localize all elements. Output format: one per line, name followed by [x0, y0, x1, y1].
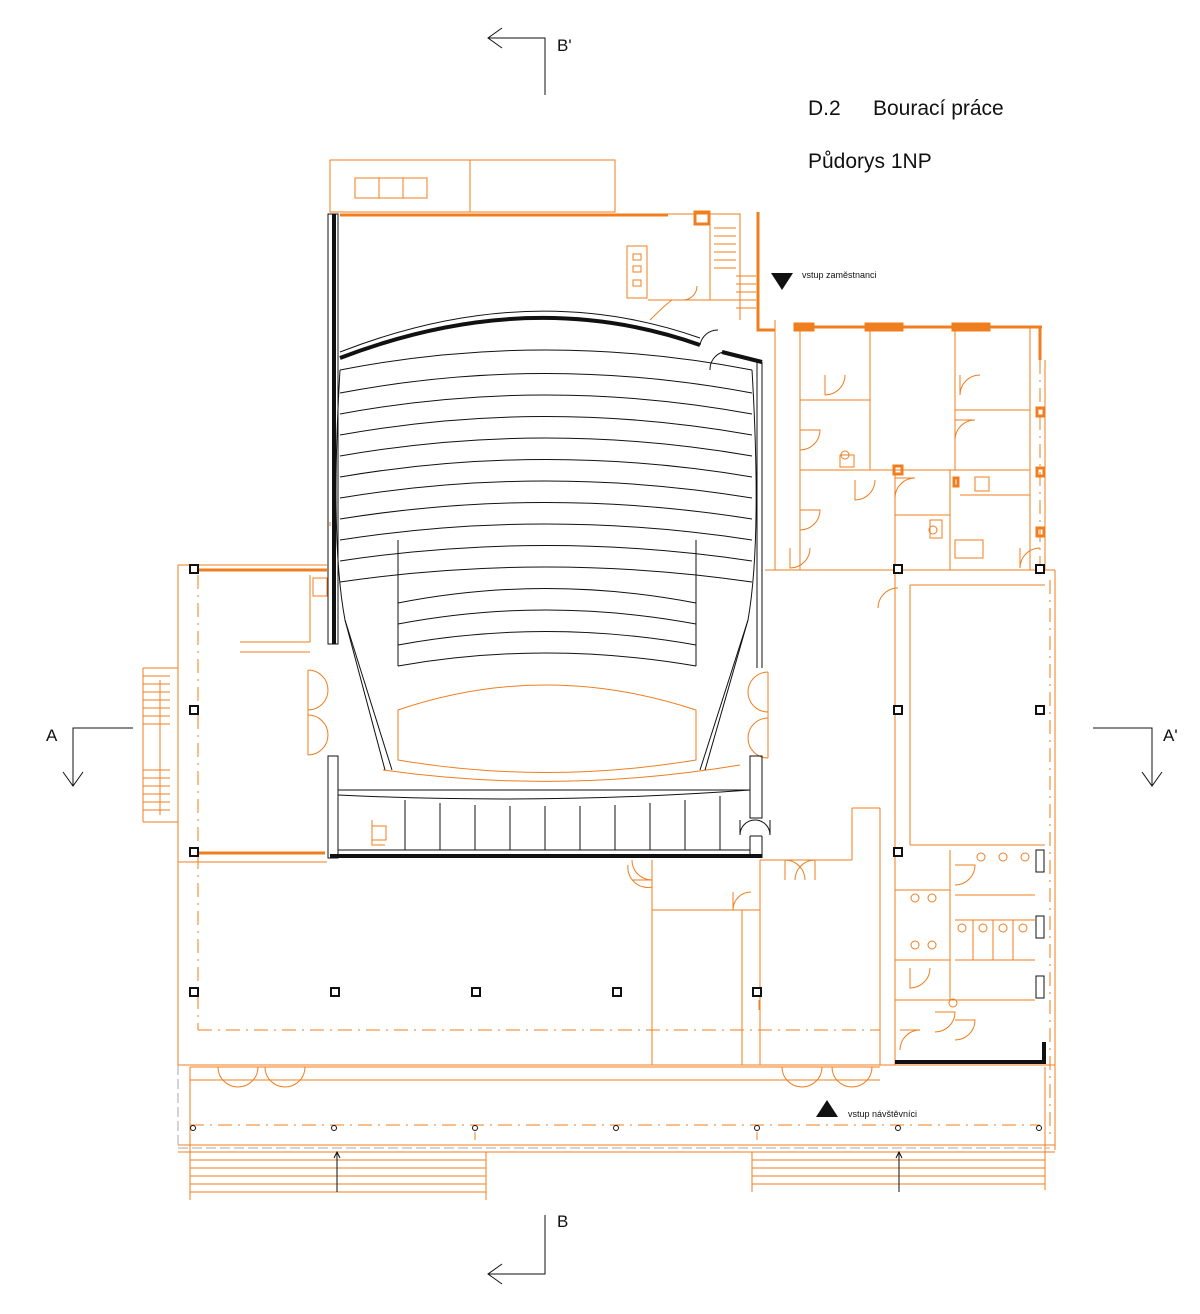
section-arrow-a-left	[62, 727, 133, 787]
plan-subtitle: Půdorys 1NP	[808, 150, 932, 173]
sheet-title: Bourací práce	[873, 97, 1004, 120]
section-b-label: B	[557, 1212, 569, 1231]
visitor-entrance-marker	[816, 1100, 838, 1117]
staff-entrance-marker	[771, 273, 793, 290]
section-a-label: A	[46, 726, 58, 745]
demolition-layer	[142, 159, 1056, 1200]
visitor-entrance-label: vstup návštěvníci	[848, 1109, 918, 1119]
section-arrow-b-top	[487, 27, 546, 95]
section-a-prime-label: A'	[1163, 726, 1178, 745]
staff-entrance-label: vstup zaměstnanci	[802, 270, 877, 280]
section-b-prime-label: B'	[557, 36, 572, 55]
section-arrow-b-bottom	[487, 1215, 546, 1285]
section-arrow-a-right	[1093, 727, 1163, 787]
sheet-code: D.2	[808, 97, 841, 120]
existing-structure	[189, 213, 1046, 1131]
